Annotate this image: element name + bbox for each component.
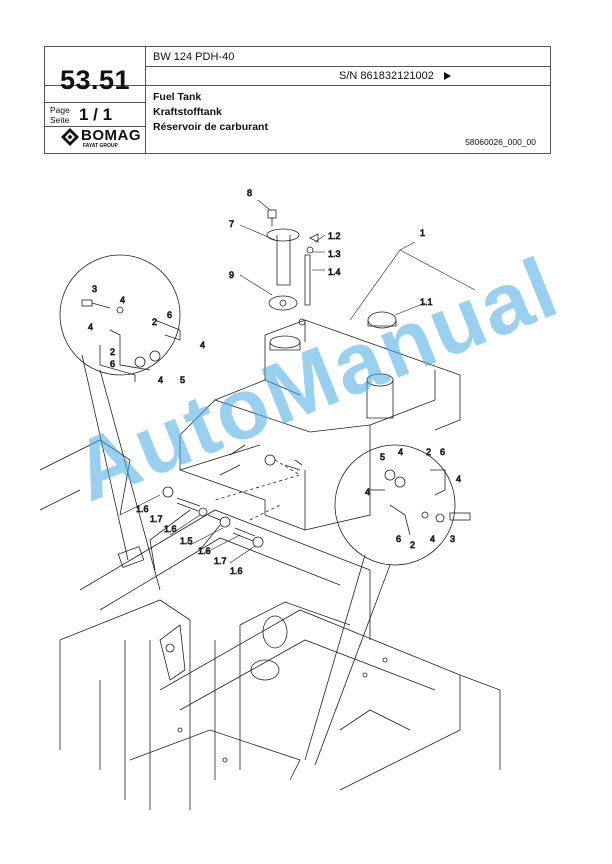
callout-6: 6 [167, 310, 172, 320]
page-label-alt: Seite [50, 115, 70, 125]
drawing-svg: 8 7 9 1.2 1.3 1.4 1 1.1 3 4 4 6 2 2 6 4 … [39, 188, 501, 810]
title-block-divider [145, 47, 146, 153]
callout-5: 5 [380, 452, 385, 462]
callout-4: 4 [200, 340, 205, 350]
bomag-diamond-icon [61, 128, 79, 146]
page-label: Page [50, 105, 70, 115]
section-number: 53.51 [59, 65, 131, 95]
callout-2: 2 [426, 447, 431, 457]
page-number: 1 / 1 [79, 105, 113, 124]
fuel-sender-parts [266, 209, 397, 329]
callout-1-6: 1.6 [136, 504, 149, 514]
callout-1-2: 1.2 [328, 231, 341, 241]
callout-1-7: 1.7 [150, 514, 163, 524]
callout-2: 2 [110, 347, 115, 357]
callout-4: 4 [430, 534, 435, 544]
title-french: Réservoir de carburant [153, 121, 268, 133]
callout-4: 4 [456, 474, 461, 484]
exploded-view-drawing: 8 7 9 1.2 1.3 1.4 1 1.1 3 4 4 6 2 2 6 4 … [39, 170, 560, 810]
callout-9: 9 [229, 270, 234, 280]
callout-2: 2 [152, 317, 157, 327]
bomag-logo: BOMAG FAYAT GROUP [51, 127, 143, 151]
serial-number-text: S/N 861832121002 [339, 70, 434, 82]
callout-4: 4 [120, 295, 125, 305]
callout-8: 8 [247, 188, 252, 198]
title-block: BW 124 PDH-40 S/N 861832121002 53.51 Pag… [44, 46, 551, 154]
title-german: Kraftstofftank [153, 106, 222, 118]
callout-3: 3 [450, 534, 455, 544]
callout-1-6: 1.6 [198, 546, 211, 556]
divider-line [145, 66, 550, 67]
callout-1-1: 1.1 [420, 297, 433, 307]
fuel-lines [149, 459, 301, 571]
divider-line [45, 126, 145, 127]
callout-2: 2 [410, 540, 415, 550]
right-detail-circle [304, 444, 471, 766]
callout-4: 4 [398, 447, 403, 457]
callout-1-6: 1.6 [230, 566, 243, 576]
callout-3: 3 [92, 284, 97, 294]
callout-4: 4 [158, 375, 163, 385]
callout-1-3: 1.3 [328, 249, 341, 259]
document-number: 58060026_000_00 [465, 137, 536, 147]
callout-1-5: 1.5 [180, 536, 193, 546]
callout-1-7: 1.7 [214, 556, 227, 566]
callout-6: 6 [440, 447, 445, 457]
logo-brand: BOMAG [81, 127, 141, 144]
callout-5: 5 [180, 375, 185, 385]
callout-1: 1 [420, 228, 425, 238]
serial-number: S/N 861832121002 [339, 70, 451, 82]
callout-7: 7 [229, 219, 234, 229]
callout-4: 4 [88, 322, 93, 332]
machine-model: BW 124 PDH-40 [153, 51, 235, 63]
logo-group: FAYAT GROUP [83, 143, 118, 149]
left-detail-circle [59, 254, 181, 591]
arrow-right-icon [443, 72, 451, 81]
callout-6: 6 [396, 534, 401, 544]
divider-line [45, 102, 145, 103]
callout-6: 6 [110, 359, 115, 369]
divider-line [45, 85, 550, 86]
machine-frame [39, 439, 501, 810]
title-english: Fuel Tank [153, 91, 202, 103]
callout-1-6: 1.6 [164, 524, 177, 534]
leader-lines [119, 199, 476, 564]
callout-1-4: 1.4 [328, 267, 341, 277]
callout-4: 4 [365, 487, 370, 497]
